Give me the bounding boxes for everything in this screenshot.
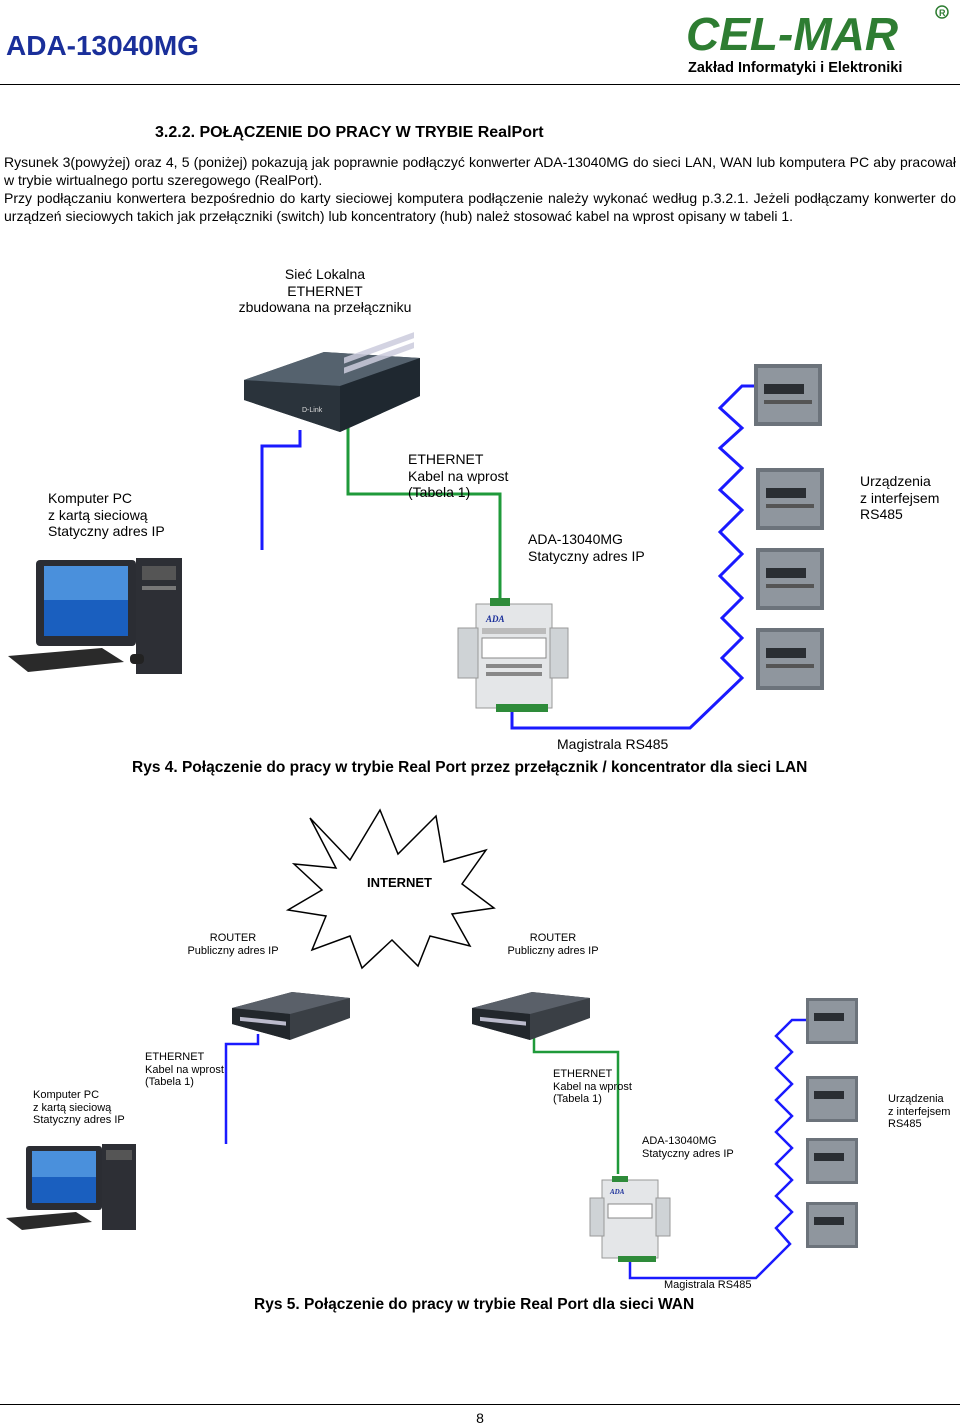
footer-rule	[0, 1404, 960, 1405]
svg-text:Zakład Informatyki i Elektroni: Zakład Informatyki i Elektroniki	[688, 60, 902, 76]
svg-text:R: R	[939, 8, 946, 18]
rs485-device-icon	[806, 998, 858, 1044]
page-number: 8	[476, 1410, 484, 1426]
rs485-device-icon	[806, 1076, 858, 1122]
svg-text:ADA: ADA	[485, 614, 505, 624]
cable-switch-ada	[346, 418, 502, 598]
paragraph-2: Przy podłączaniu konwertera bezpośrednio…	[4, 190, 956, 224]
figure-5-caption: Rys 5. Połączenie do pracy w trybie Real…	[254, 1296, 695, 1313]
rs485-device-icon	[806, 1138, 858, 1184]
cable-switch-pc	[260, 430, 302, 550]
figure-4-caption: Rys 4. Połączenie do pracy w trybie Real…	[132, 759, 808, 776]
internet-star-icon	[285, 808, 496, 970]
rs485-device-icon	[806, 1202, 858, 1248]
computer-icon	[6, 1144, 136, 1230]
document-title: ADA-13040MG	[6, 30, 199, 61]
svg-text:CEL-MAR: CEL-MAR	[686, 8, 898, 60]
section-title: 3.2.2. POŁĄCZENIE DO PRACY W TRYBIE Real…	[155, 124, 544, 141]
rs485-device-icon	[756, 628, 824, 690]
router-icon	[232, 992, 350, 1040]
rs485-bus-label: Magistrala RS485	[557, 736, 669, 752]
header-rule	[0, 84, 960, 85]
converter-icon: ADA	[457, 598, 569, 712]
rs485-bus	[510, 384, 756, 730]
paragraph-1: Rysunek 3(powyżej) oraz 4, 5 (poniżej) p…	[4, 154, 956, 188]
rs485-device-icon	[756, 548, 824, 610]
figure-4-diagram: D-Link ADA	[8, 332, 824, 730]
rs485-device-icon	[754, 364, 822, 426]
internet-label: INTERNET	[367, 875, 432, 890]
switch-icon: D-Link	[244, 332, 420, 432]
rs485-device-icon	[756, 468, 824, 530]
svg-text:ADA: ADA	[609, 1188, 625, 1196]
svg-text:D-Link: D-Link	[302, 407, 323, 414]
cel-mar-logo: CEL-MAR R Zakład Informatyki i Elektroni…	[686, 5, 949, 76]
converter-icon: ADA	[589, 1176, 671, 1262]
rs485-bus-label-wan: Magistrala RS485	[664, 1279, 752, 1291]
computer-icon	[8, 558, 182, 674]
router-icon	[472, 992, 590, 1040]
figure-5-diagram: ADA	[6, 808, 858, 1280]
